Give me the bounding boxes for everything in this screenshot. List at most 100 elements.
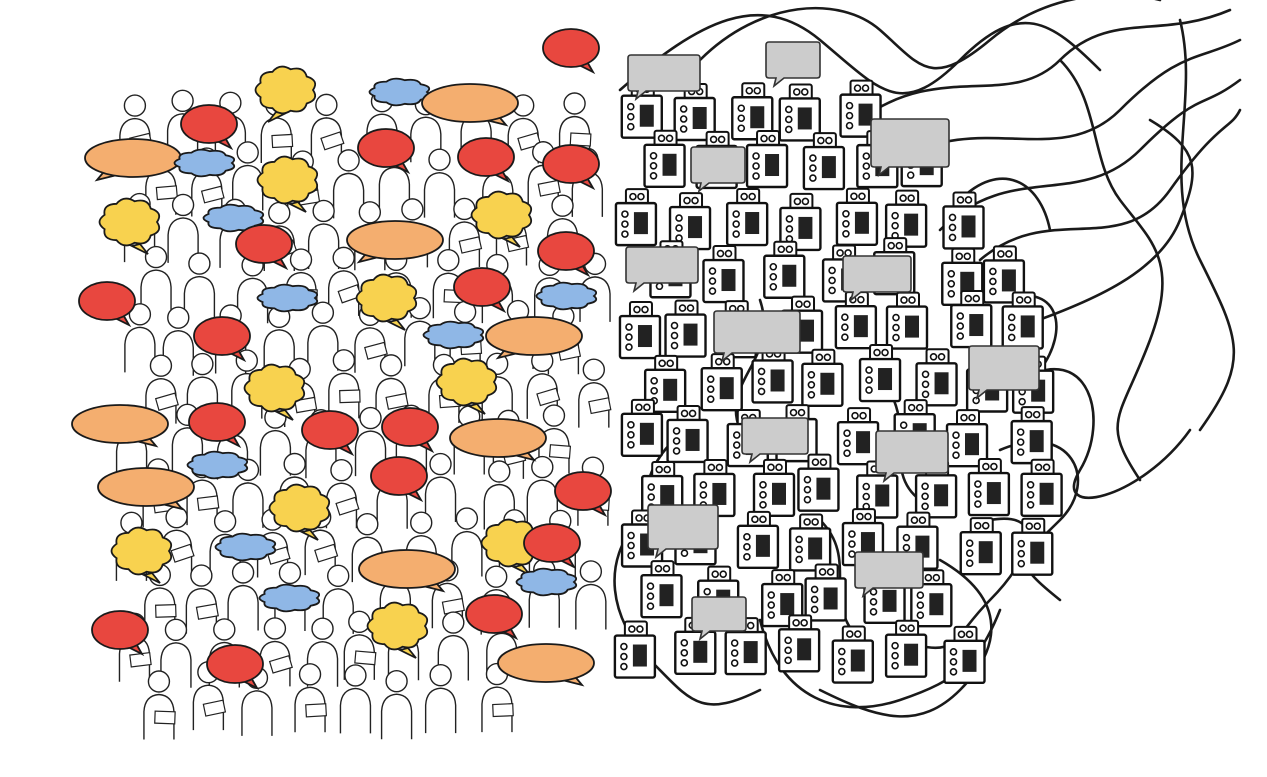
robot-speech-bubble-7 [713,310,801,364]
wire-7 [1008,118,1194,332]
person-117 [481,662,514,733]
speech-bubble-24 [422,320,485,350]
speech-bubble-16 [470,190,533,248]
speech-bubble-8 [357,128,415,175]
speech-bubble-41 [523,523,581,570]
robot-speech-bubble-5 [625,246,699,294]
person-55 [328,349,361,419]
robot-76 [831,625,875,684]
robot-26 [618,301,662,360]
speech-bubble-45 [366,601,429,659]
person-88 [451,507,483,577]
person-32 [183,252,216,322]
person-31 [140,245,172,316]
speech-bubble-3 [368,77,431,107]
person-110 [143,670,176,740]
speech-bubble-10 [542,144,600,191]
robot-61 [788,513,832,572]
wire-11 [818,558,993,718]
speech-bubble-29 [188,402,246,449]
person-75 [325,458,360,529]
person-92 [185,564,219,634]
person-5 [310,93,345,163]
speech-bubble-4 [421,83,519,127]
robot-43 [666,404,709,464]
speech-bubble-7 [173,148,236,178]
speech-bubble-12 [98,197,161,255]
speech-bubble-5 [180,104,238,151]
robot-64 [959,517,1002,576]
robot-66 [640,560,683,619]
robot-75 [777,614,821,673]
robot-51 [693,458,736,518]
person-15 [332,149,365,219]
wire-2 [698,0,1162,70]
robot-27 [664,299,707,358]
speech-bubble-20 [355,273,418,331]
robot-speech-bubble-12 [854,551,924,599]
speech-bubble-27 [435,357,498,415]
speech-bubble-26 [243,363,306,421]
robot-16 [835,187,879,246]
robot-speech-bubble-2 [765,41,821,89]
wire-15 [1058,58,1164,482]
robot-60 [736,510,780,570]
speech-bubble-46 [465,594,523,641]
robot-speech-bubble-9 [741,417,809,465]
person-25 [307,199,340,269]
robot-9 [802,132,846,191]
speech-bubble-37 [268,483,331,541]
speech-bubble-31 [381,407,439,454]
robot-69 [804,563,847,622]
robot-78 [943,625,986,685]
robot-12 [614,188,658,247]
person-93 [227,561,259,631]
robot-42 [620,398,664,458]
person-51 [145,354,179,424]
person-44 [263,305,295,375]
speech-bubble-15 [346,220,444,264]
person-22 [167,193,199,263]
robot-8 [745,130,789,189]
robot-speech-bubble-4 [690,146,746,194]
person-9 [507,94,542,164]
speech-bubble-44 [258,583,321,613]
speech-bubble-28 [71,404,169,448]
speech-bubble-35 [97,467,195,511]
wire-18 [958,177,1052,232]
robot-speech-bubble-1 [627,54,701,102]
robot-18 [942,191,985,250]
person-116 [424,663,457,734]
speech-bubble-33 [186,450,249,480]
robot-33 [1001,291,1044,350]
person-114 [339,664,372,734]
speech-bubble-49 [497,643,595,687]
wire-5 [938,78,1242,232]
robot-21 [763,240,806,299]
person-60 [578,358,612,428]
speech-bubble-9 [457,137,515,184]
robot-6 [643,129,686,188]
speech-bubble-38 [110,526,173,584]
speech-bubble-22 [535,281,598,311]
wire-16 [1178,18,1236,432]
speech-bubble-25 [485,316,583,360]
robot-52 [752,458,796,518]
robot-3 [731,82,774,141]
person-35 [327,246,362,316]
speech-bubble-21 [453,267,511,314]
speech-bubble-48 [206,644,264,691]
person-111 [192,660,227,731]
speech-bubble-43 [515,567,578,597]
speech-bubble-1 [542,28,600,75]
person-33 [236,254,269,324]
wire-4 [898,38,1242,162]
speech-bubble-17 [537,231,595,278]
robot-speech-bubble-6 [842,255,912,303]
robot-20 [702,245,745,304]
person-77 [424,452,457,523]
robot-56 [967,458,1011,517]
speech-bubble-32 [449,418,547,462]
robot-speech-bubble-13 [691,596,747,642]
robot-49 [1010,406,1053,465]
